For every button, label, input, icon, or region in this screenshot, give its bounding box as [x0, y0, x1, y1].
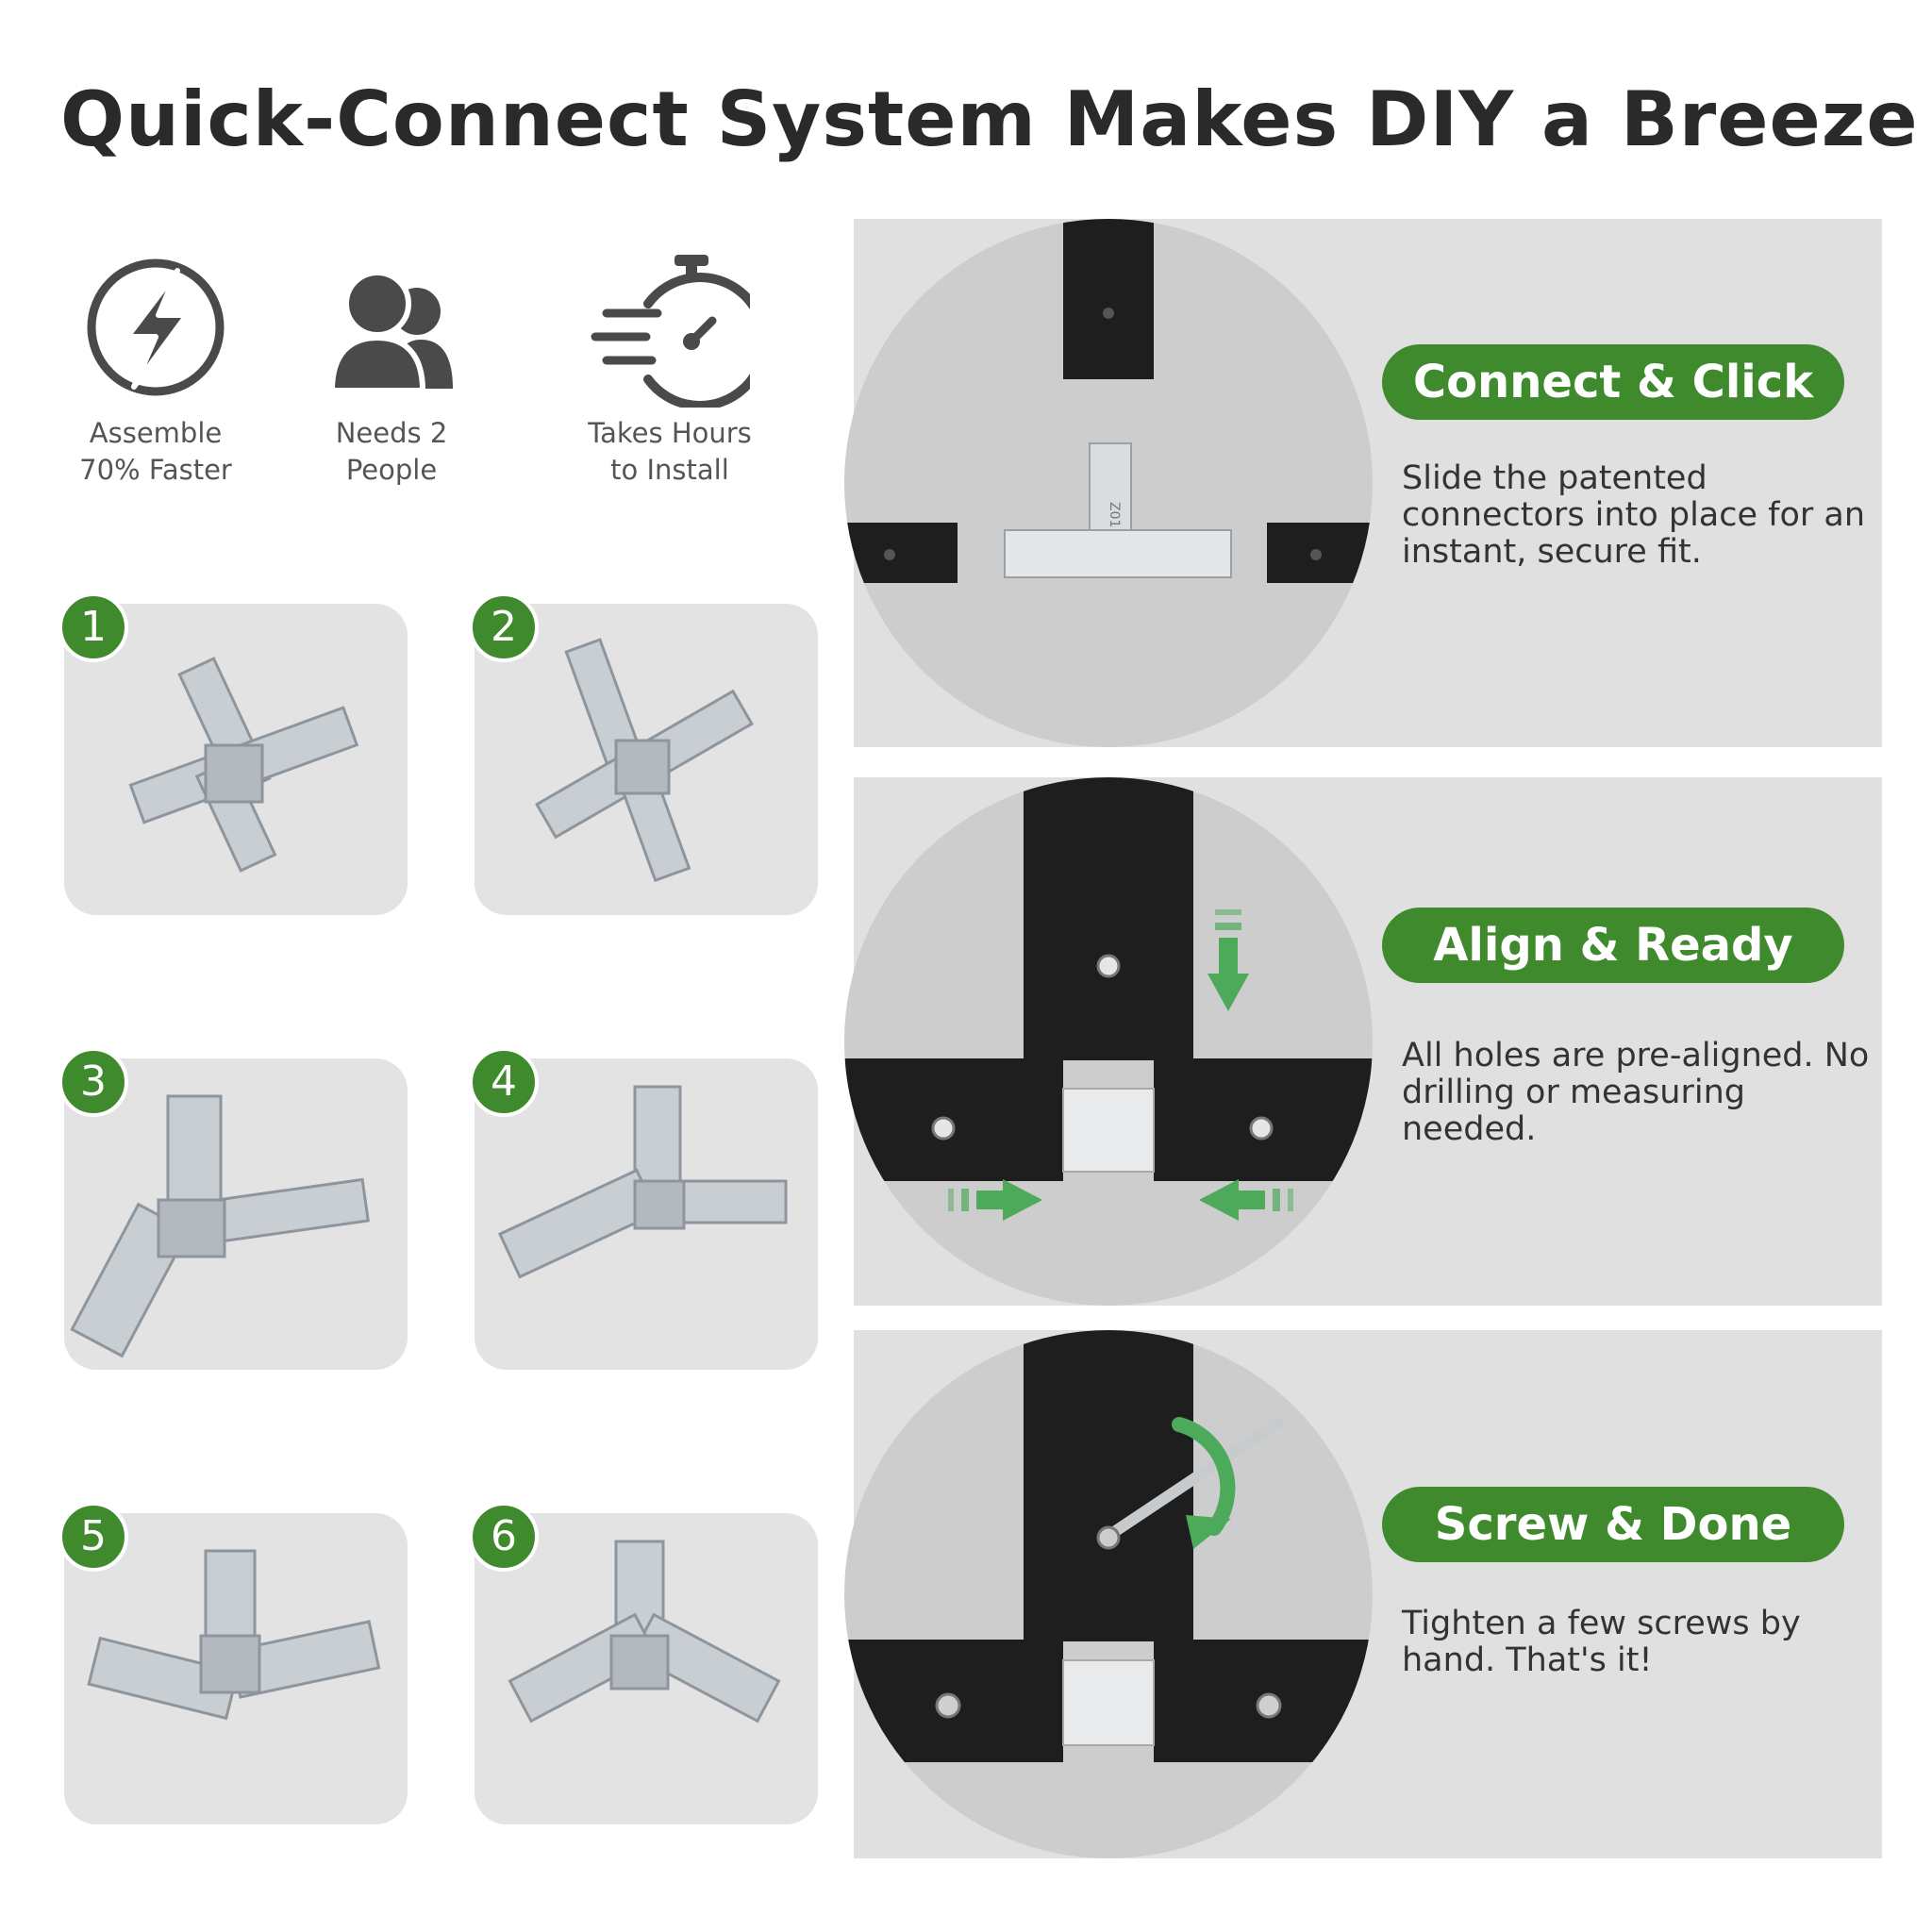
arrow-left-icon [1199, 1179, 1293, 1221]
four-way-connector-image [535, 638, 754, 883]
lightning-bolt-icon [87, 258, 225, 396]
step-tile-4 [475, 1058, 818, 1370]
fast-stopwatch-icon [591, 255, 750, 408]
step-badge-6: 6 [469, 1502, 539, 1572]
three-way-connector-image [87, 1549, 381, 1721]
step-badge-2: 2 [469, 592, 539, 662]
feature-label-line1: Assemble [89, 417, 223, 449]
feature-label-line1: Takes Hours [588, 417, 752, 449]
step-tile-3 [64, 1058, 408, 1370]
text-align-ready: All holes are pre-aligned. No drilling o… [1402, 1037, 1870, 1148]
text-connect-click: Slide the patented connectors into place… [1402, 459, 1866, 571]
connect-click-photo: Z01 [844, 219, 1373, 747]
step-badge-1: 1 [58, 592, 128, 662]
screw-done-photo [844, 1330, 1373, 1858]
arrow-right-icon [948, 1179, 1042, 1221]
align-ready-photo [844, 777, 1373, 1306]
three-way-connector-image [497, 1085, 788, 1279]
step-badge-4: 4 [469, 1047, 539, 1117]
heading-screw-done: Screw & Done [1382, 1487, 1844, 1562]
step-tile-2 [475, 604, 818, 915]
text-screw-done: Tighten a few screws by hand. That's it! [1402, 1605, 1801, 1679]
three-way-connector-image [508, 1540, 781, 1724]
feature-takes-hours: Takes Hours to Install [561, 247, 778, 489]
heading-connect-click: Connect & Click [1382, 344, 1844, 420]
feature-label-line1: Needs 2 [335, 417, 448, 449]
step-badge-3: 3 [58, 1047, 128, 1117]
feature-label-line2: People [345, 454, 438, 486]
step-tile-6 [475, 1513, 818, 1824]
feature-assemble-faster: Assemble 70% Faster [47, 247, 264, 489]
two-people-icon [328, 270, 453, 393]
connector-mark: Z01 [1107, 502, 1122, 527]
three-way-connector-image [70, 1094, 370, 1358]
step-tile-5 [64, 1513, 408, 1824]
page-title: Quick-Connect System Makes DIY a Breeze [60, 75, 1919, 163]
feature-label-line2: 70% Faster [79, 454, 232, 486]
step-badge-5: 5 [58, 1502, 128, 1572]
step-tile-1 [64, 604, 408, 915]
arrow-down-icon [1208, 909, 1249, 1011]
four-way-connector-image [128, 657, 359, 873]
rotate-arrow-icon [1172, 1417, 1236, 1536]
feature-needs-people: Needs 2 People [283, 247, 500, 489]
feature-label-line2: to Install [610, 454, 729, 486]
heading-align-ready: Align & Ready [1382, 908, 1844, 983]
